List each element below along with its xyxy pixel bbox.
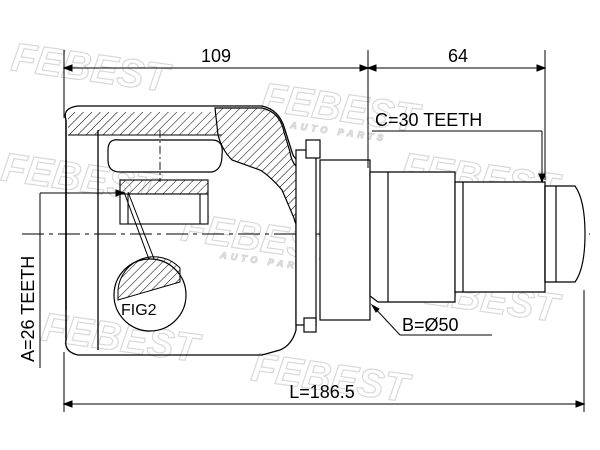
dim-64-label: 64 [448,46,468,66]
dimension-top [62,50,547,180]
tripod-roller [107,130,223,182]
dimension-overall [62,290,586,412]
fig2-callout: FIG2 [113,191,187,332]
housing-section-hatch [214,107,303,229]
b-diameter-leader [370,303,492,336]
seal-diameter-label: B=Ø50 [402,315,459,335]
stub-shaft [369,171,586,303]
fig2-leader [123,191,151,263]
a-teeth-leader [39,189,126,368]
spider-hub [119,179,209,225]
dim-109-label: 109 [201,46,231,66]
outer-spline-label: C=30 TEETH [375,110,482,130]
fig2-label: FIG2 [121,302,157,319]
housing-lip-hatch [68,112,218,135]
c-teeth-leader [372,130,546,184]
overall-length-label: L=186.5 [289,382,355,402]
inner-spline-label: A=26 TEETH [18,256,38,362]
boot-collar [295,139,371,333]
